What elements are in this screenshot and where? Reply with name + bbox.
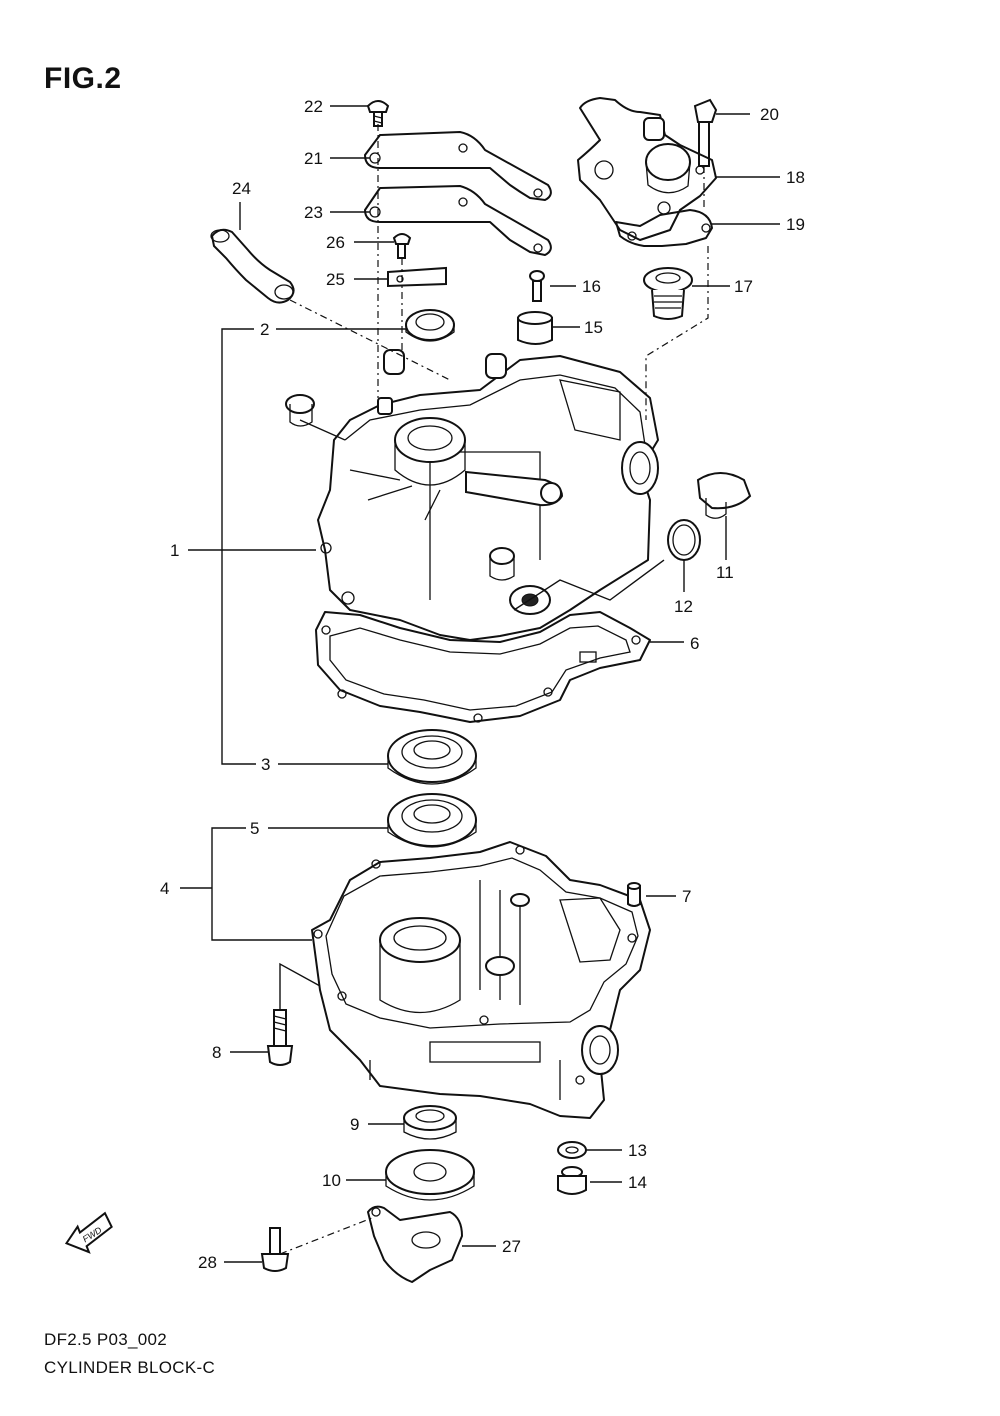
part-2-oil-seal [405, 309, 455, 342]
callout-16: 16 [582, 277, 601, 296]
part-3-bearing [387, 729, 477, 785]
callout-1: 1 [170, 541, 179, 560]
part-21-cover-plate [364, 131, 552, 201]
callout-28: 28 [198, 1253, 217, 1272]
callout-5: 5 [250, 819, 259, 838]
callout-4: 4 [160, 879, 169, 898]
part-17-thermostat [643, 267, 693, 320]
callout-12: 12 [674, 597, 693, 616]
part-27-plate [367, 1205, 463, 1283]
callout-9: 9 [350, 1115, 359, 1134]
part-22-screw [366, 100, 390, 127]
fwd-arrow-icon: FWD [64, 1211, 113, 1254]
part-25-clip [387, 266, 447, 288]
part-13-washer [557, 1141, 587, 1159]
callout-7: 7 [682, 887, 691, 906]
part-1-cylinder-block [285, 349, 659, 641]
callout-17: 17 [734, 277, 753, 296]
part-26-screw [392, 233, 412, 259]
document-code: DF2.5 P03_002 [44, 1330, 167, 1349]
part-23-gasket [364, 185, 552, 256]
callout-10: 10 [322, 1171, 341, 1190]
part-6-gasket [315, 611, 651, 723]
part-18-thermostat-cover [577, 97, 717, 241]
callout-15: 15 [584, 318, 603, 337]
part-9-oil-seal [403, 1105, 457, 1140]
part-11-plug [696, 472, 752, 519]
callout-8: 8 [212, 1043, 221, 1062]
part-12-o-ring [667, 519, 701, 561]
callout-11: 11 [716, 563, 734, 582]
callout-25: 25 [326, 270, 345, 289]
callout-13: 13 [628, 1141, 647, 1160]
callout-24: 24 [232, 179, 251, 198]
part-4-crankcase [311, 841, 651, 1119]
callout-23: 23 [304, 203, 323, 222]
callout-27: 27 [502, 1237, 521, 1256]
part-7-dowel-pin [627, 882, 641, 907]
callout-21: 21 [304, 149, 323, 168]
part-10-oil-seal [385, 1149, 475, 1201]
callout-18: 18 [786, 168, 805, 187]
part-28-bolt [260, 1227, 290, 1272]
part-5-bearing [387, 793, 477, 848]
callout-19: 19 [786, 215, 805, 234]
part-15-collar [517, 311, 553, 345]
document-subtitle: CYLINDER BLOCK-C [44, 1358, 216, 1377]
callout-26: 26 [326, 233, 345, 252]
callout-2: 2 [260, 320, 269, 339]
callout-20: 20 [760, 105, 779, 124]
part-24-hose [210, 228, 295, 304]
callout-22: 22 [304, 97, 323, 116]
callout-leaders [180, 105, 780, 1263]
figure-title: FIG.2 [44, 62, 122, 95]
part-14-drain-plug [557, 1166, 587, 1195]
part-16-screw [529, 270, 545, 302]
callout-labels: 1 2 3 4 5 6 7 8 9 10 11 12 13 14 15 16 1… [160, 97, 805, 1272]
callout-6: 6 [690, 634, 699, 653]
callout-14: 14 [628, 1173, 647, 1192]
part-19-gasket [615, 209, 713, 247]
callout-3: 3 [261, 755, 270, 774]
part-8-bolt [266, 1009, 294, 1066]
